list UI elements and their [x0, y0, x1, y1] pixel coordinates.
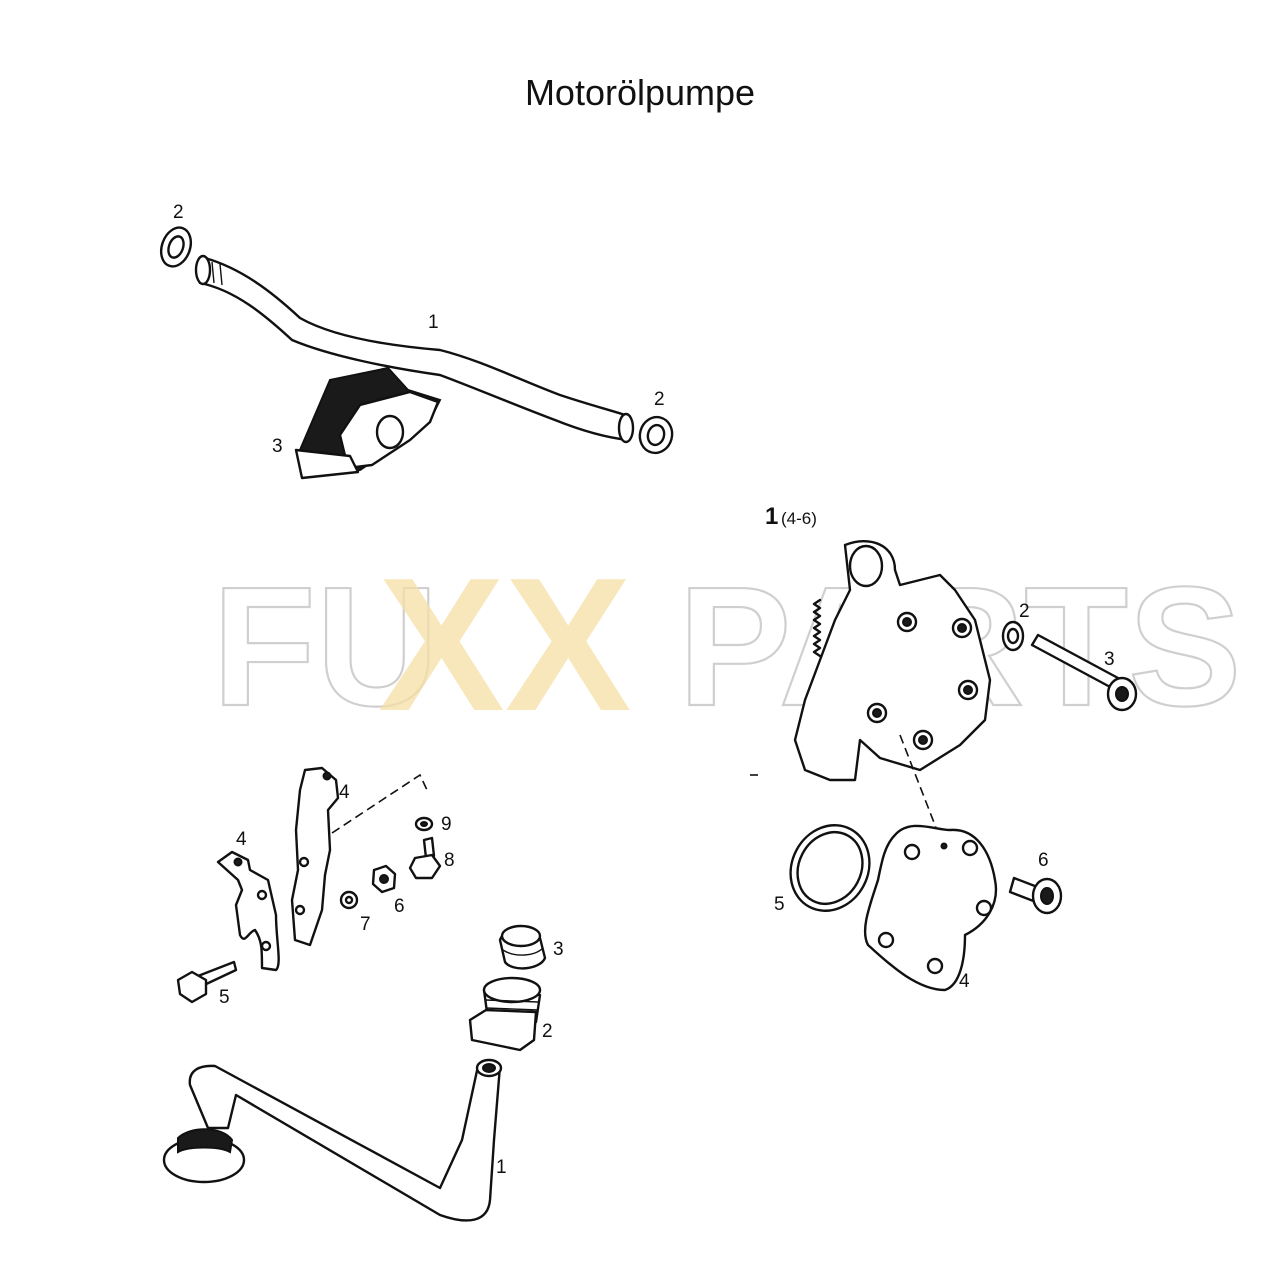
clamp-right-part[interactable]: [290, 766, 340, 947]
label-seal-right: 2: [654, 389, 665, 410]
label-screw: 8: [444, 850, 455, 871]
label-suction-pipe: 1: [496, 1157, 507, 1178]
pipe-group: 2 1 2 3: [156, 202, 676, 480]
suction-pipe-part[interactable]: [162, 1058, 503, 1222]
label-nut: 6: [394, 896, 405, 917]
watermark-middle: XX: [378, 539, 631, 751]
label-pump-bolt: 3: [1104, 649, 1115, 670]
pump-group: 1 (4-6): [750, 503, 1138, 992]
label-pipe: 1: [428, 312, 439, 333]
label-washer: 9: [441, 814, 452, 835]
label-clamp-right: 4: [339, 782, 350, 803]
pump-seal-part[interactable]: [1001, 620, 1025, 652]
seal-right-part[interactable]: [636, 413, 676, 456]
pump-body-part[interactable]: [793, 540, 992, 782]
oil-pipe-part[interactable]: [194, 254, 635, 444]
label-pump-seal: 2: [1019, 601, 1030, 622]
pump-screw-part[interactable]: [1008, 876, 1063, 915]
washer-part[interactable]: [414, 816, 434, 832]
pump-bolt-heads: [866, 611, 979, 751]
suction-group: 4 4 9 8 6 7 5 3 2 1: [162, 766, 564, 1222]
label-cap: 3: [553, 939, 564, 960]
pump-bolt-part[interactable]: [1030, 633, 1138, 712]
watermark-left: FU: [212, 552, 439, 742]
label-lock-washer: 7: [360, 914, 371, 935]
cap-part[interactable]: [498, 924, 547, 970]
screw-part[interactable]: [408, 836, 442, 880]
bracket-part[interactable]: [294, 366, 442, 480]
label-pump-screw: 6: [1038, 850, 1049, 871]
bolt-part[interactable]: [176, 960, 238, 1004]
watermark: FU XX PARTS: [211, 539, 1243, 751]
label-oring: 5: [774, 894, 785, 915]
label-cover: 4: [959, 971, 970, 992]
label-bolt: 5: [219, 987, 230, 1008]
oring-part[interactable]: [776, 811, 884, 924]
label-assembly-range: (4-6): [781, 509, 817, 528]
cover-plate-part[interactable]: [863, 824, 998, 992]
label-clamp-left: 4: [236, 829, 247, 850]
fitting-part[interactable]: [468, 976, 542, 1052]
label-assembly: 1: [765, 503, 778, 530]
page-title: Motorölpumpe: [524, 72, 756, 113]
lock-washer-part[interactable]: [339, 890, 359, 910]
label-fitting: 2: [542, 1021, 553, 1042]
seal-left-part[interactable]: [156, 223, 196, 270]
label-bracket: 3: [272, 436, 283, 457]
nut-part[interactable]: [371, 864, 397, 894]
clamp-left-part[interactable]: [216, 850, 280, 972]
label-seal-left: 2: [173, 202, 184, 223]
